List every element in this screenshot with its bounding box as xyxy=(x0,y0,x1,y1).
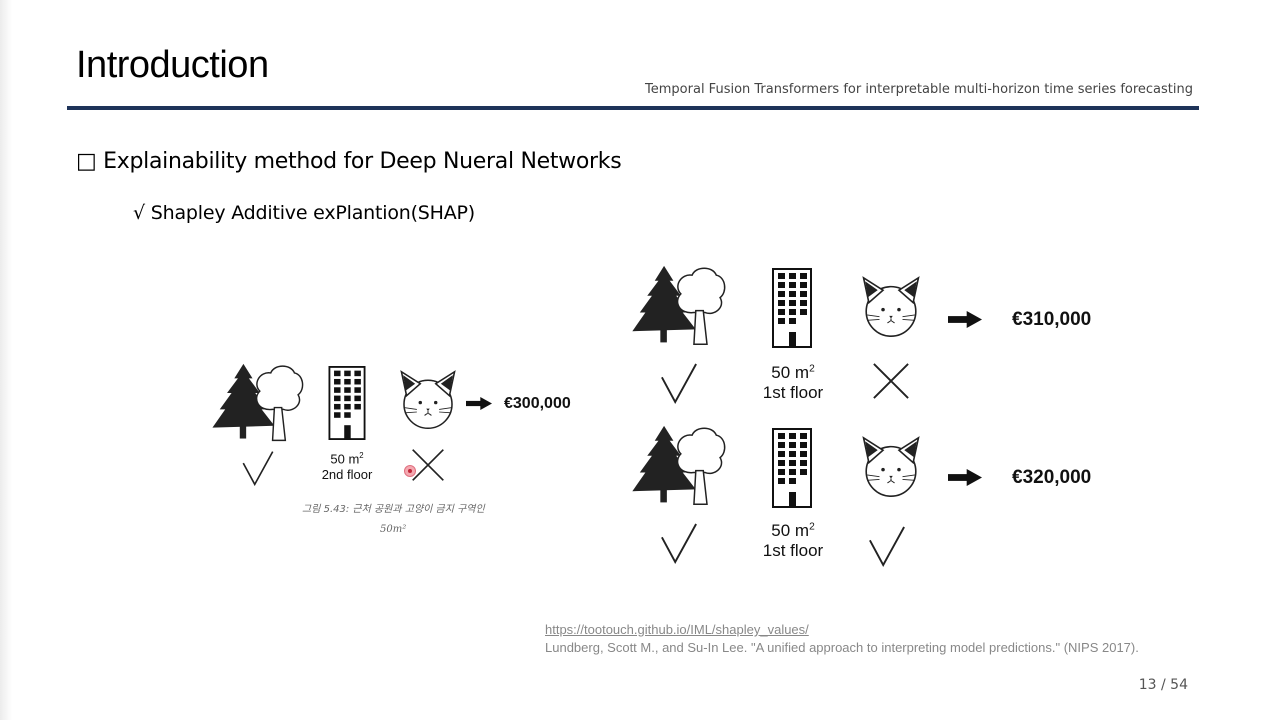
building-icon xyxy=(772,268,812,348)
apartment-info: 50 m2 2nd floor xyxy=(310,451,384,483)
laser-pointer-cursor xyxy=(404,465,416,477)
bullet-level-1: □ Explainability method for Deep Nueral … xyxy=(76,149,622,174)
floor-label: 2nd floor xyxy=(321,466,373,482)
figure-caption: 그림 5.43: 근처 공원과 고양이 금지 구역인 xyxy=(302,504,485,515)
bullet-level-2: √ Shapley Additive exPlantion(SHAP) xyxy=(133,202,476,224)
reference-link[interactable]: https://tootouch.github.io/IML/shapley_v… xyxy=(545,622,809,637)
floor-label: 1st floor xyxy=(762,541,824,561)
slide-edge-shadow xyxy=(0,0,12,720)
cat-icon xyxy=(398,368,458,432)
check-icon xyxy=(660,522,698,564)
area-exponent: 2 xyxy=(809,521,815,533)
arrow-right-icon xyxy=(946,469,984,486)
page-number: 13 / 54 xyxy=(1138,677,1188,693)
price-label: €310,000 xyxy=(1012,309,1092,330)
building-icon xyxy=(772,428,812,508)
reference-citation: Lundberg, Scott M., and Su-In Lee. "A un… xyxy=(545,640,1139,655)
price-label: €320,000 xyxy=(1012,467,1092,488)
park-icon xyxy=(630,424,728,508)
apartment-info: 50 m2 1st floor xyxy=(748,363,838,404)
building-icon xyxy=(328,366,366,440)
area-exponent: 2 xyxy=(809,363,815,375)
area-label: 50 m xyxy=(771,521,810,540)
cross-icon xyxy=(410,448,446,482)
area-label: 50 m xyxy=(330,451,360,467)
park-icon xyxy=(630,264,728,348)
park-icon xyxy=(212,362,304,444)
area-label: 50 m xyxy=(771,363,810,382)
apartment-info: 50 m2 1st floor xyxy=(748,521,838,562)
check-icon xyxy=(240,450,276,486)
cross-icon xyxy=(872,362,910,400)
check-icon xyxy=(660,362,698,404)
slide-subtitle: Temporal Fusion Transformers for interpr… xyxy=(645,82,1193,97)
check-icon xyxy=(868,524,906,568)
arrow-right-icon xyxy=(466,397,492,410)
cat-icon xyxy=(860,434,922,500)
arrow-right-icon xyxy=(946,311,984,328)
figure-caption-formula: 50m² xyxy=(380,524,407,535)
area-exponent: 2 xyxy=(359,451,364,460)
floor-label: 1st floor xyxy=(762,383,824,403)
cat-icon xyxy=(860,274,922,340)
price-label: €300,000 xyxy=(504,395,571,412)
slide-title: Introduction xyxy=(76,44,269,86)
title-rule xyxy=(67,106,1199,110)
